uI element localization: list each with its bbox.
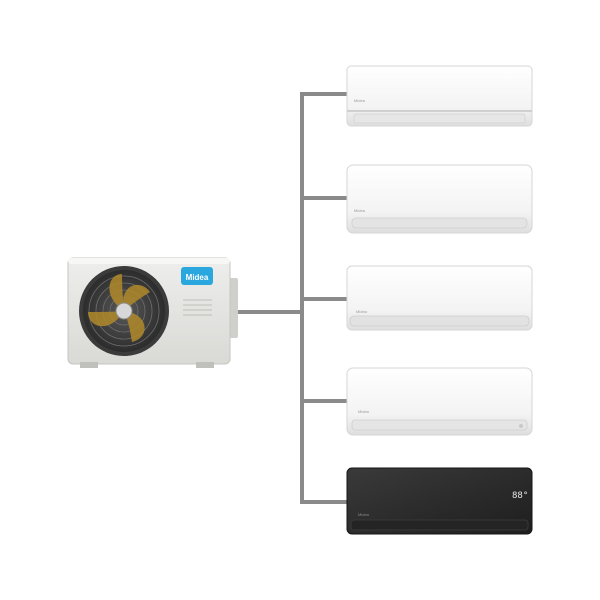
indoor-unit-1: Midea (346, 65, 533, 127)
indoor-unit-4: Midea (346, 367, 533, 436)
indoor-unit-4-logo: Midea (358, 409, 370, 414)
refrigerant-pipes (236, 92, 348, 504)
indoor-unit-2-logo: Midea (354, 208, 366, 213)
side-vents (183, 299, 212, 316)
indoor-unit-5: Midea 88° (346, 467, 533, 535)
indoor-unit-3: Midea (346, 265, 533, 331)
brand-logo-text: Midea (186, 273, 209, 282)
outdoor-unit: Midea (67, 257, 238, 368)
fan-grille (79, 266, 169, 356)
indoor-unit-5-logo: Midea (358, 512, 370, 517)
indoor-unit-1-logo: Midea (354, 98, 366, 103)
indoor-unit-2: Midea (346, 164, 533, 234)
temperature-display: 88° (512, 491, 528, 501)
indoor-unit-3-logo: Midea (356, 309, 368, 314)
indoor-unit-4-indicator (519, 424, 523, 428)
brand-logo-badge (181, 267, 213, 285)
